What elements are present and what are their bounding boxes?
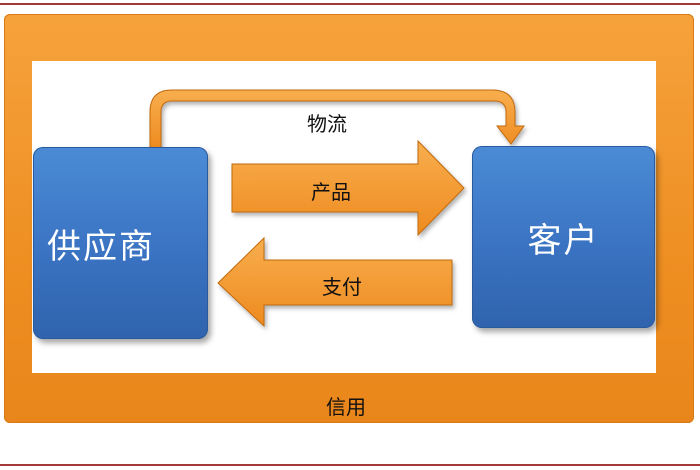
supplier-label: 供应商	[47, 226, 155, 267]
credit-label: 信用	[326, 395, 366, 419]
customer-label: 客户	[527, 220, 600, 261]
payment-label: 支付	[322, 275, 362, 299]
supplier-box: 供应商	[33, 147, 208, 339]
product-label: 产品	[311, 180, 351, 204]
product-arrow	[231, 139, 465, 237]
logistics-arrow	[149, 89, 525, 151]
payment-arrow	[217, 236, 453, 328]
customer-box: 客户	[472, 146, 655, 328]
top-rule	[0, 3, 700, 5]
logistics-label: 物流	[307, 112, 347, 136]
bottom-rule	[0, 464, 700, 466]
